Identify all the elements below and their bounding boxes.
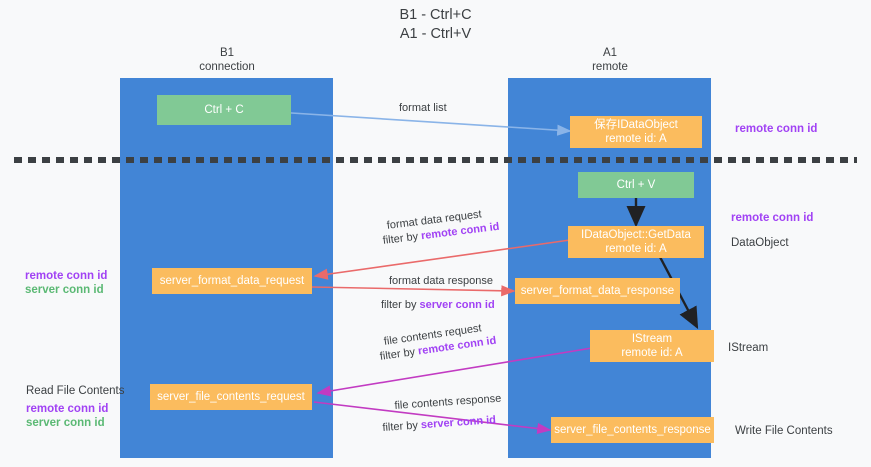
annotation-right-write-file-contents: Write File Contents [735,425,833,437]
phase-divider [14,157,857,163]
annotation-left-read-file-contents: Read File Contents [26,385,125,397]
node-server-format-data-request[interactable]: server_format_data_request [152,268,312,294]
node-server-format-data-request-label: server_format_data_request [159,275,305,287]
edge-label-file-contents-response: file contents response [394,392,502,412]
edge-label-format-data-response-filter: filter by server conn id [381,298,495,312]
edge-label-format-list: format list [399,102,447,114]
edge-label-file-contents-request-filter-prefix: filter by [379,345,419,363]
annotation-left-server-conn-id-bottom: server conn id [26,417,105,429]
annotation-right-remote-conn-id-top: remote conn id [735,123,818,135]
node-server-file-contents-request-label: server_file_contents_request [157,391,305,403]
annotation-right-istream: IStream [728,342,769,354]
node-istream[interactable]: IStream remote id: A [590,330,714,362]
node-ctrl-c-label: Ctrl + C [204,104,244,116]
node-server-file-contents-response[interactable]: server_file_contents_response [551,417,714,443]
node-save-idataobject[interactable]: 保存IDataObject remote id: A [570,116,702,148]
edge-label-file-contents-response-filter-key: server conn id [420,414,497,432]
node-idataobject-getdata-label: IDataObject::GetData [581,229,691,241]
node-save-idataobject-label: 保存IDataObject [594,119,678,131]
edge-label-file-contents-response-filter: filter by server conn id [382,413,496,435]
annotation-right-dataobject: DataObject [731,237,789,249]
edge-label-format-data-response-filter-key: server conn id [419,299,495,311]
node-istream-sub: remote id: A [621,347,683,359]
node-ctrl-c[interactable]: Ctrl + C [157,95,291,125]
column-header-a1-name: A1 [602,47,618,59]
node-idataobject-getdata-sub: remote id: A [605,243,667,255]
annotation-right-remote-conn-id-mid: remote conn id [731,212,814,224]
node-server-file-contents-response-label: server_file_contents_response [554,424,711,436]
annotation-left-server-conn-id: server conn id [25,284,104,296]
column-header-b1-role: connection [199,61,255,73]
node-ctrl-v[interactable]: Ctrl + V [578,172,694,198]
annotation-left-remote-conn-id-bottom: remote conn id [26,403,109,415]
node-server-format-data-response-label: server_format_data_response [520,285,675,297]
node-server-file-contents-request[interactable]: server_file_contents_request [150,384,312,410]
node-ctrl-v-label: Ctrl + V [616,179,656,191]
annotation-left-remote-conn-id: remote conn id [25,270,108,282]
edge-label-format-data-response: format data response [389,275,493,287]
node-save-idataobject-sub: remote id: A [605,133,667,145]
diagram-title: B1 - Ctrl+C A1 - Ctrl+V [0,6,871,44]
edge-label-format-data-response-filter-prefix: filter by [381,299,420,311]
column-header-a1-role: remote [592,61,628,73]
column-header-b1: B1 connection [150,46,304,74]
column-header-b1-name: B1 [219,47,235,59]
node-idataobject-getdata[interactable]: IDataObject::GetData remote id: A [568,226,704,258]
column-header-a1: A1 remote [533,46,687,74]
edge-label-format-data-request-filter-prefix: filter by [382,230,422,247]
diagram-title-line-1: B1 - Ctrl+C [399,7,472,23]
node-istream-label: IStream [631,333,673,345]
edge-label-file-contents-response-filter-prefix: filter by [382,419,422,434]
node-server-format-data-response[interactable]: server_format_data_response [515,278,680,304]
diagram-title-line-2: A1 - Ctrl+V [399,26,472,42]
